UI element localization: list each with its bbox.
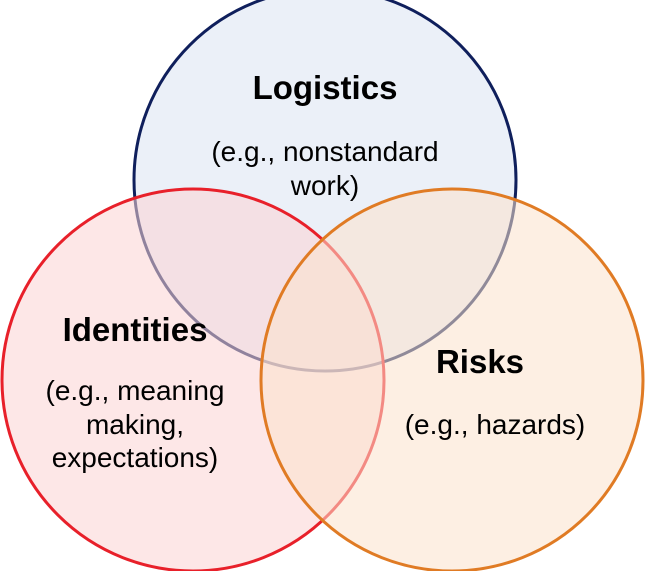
- identities-description-line: expectations): [51, 442, 219, 474]
- identities-description: (e.g., meaning making, expectations): [20, 374, 250, 475]
- identities-title: Identities: [62, 311, 208, 348]
- identities-description-line: making,: [85, 408, 185, 440]
- circle-risks: [259, 187, 645, 571]
- identities-description-line: (e.g., meaning: [45, 375, 225, 406]
- risks-description: (e.g., hazards): [404, 409, 586, 440]
- logistics-description-line: (e.g., nonstandard: [211, 136, 439, 167]
- logistics-description-line: work): [290, 169, 360, 201]
- logistics-description: (e.g., nonstandard work): [170, 135, 480, 202]
- logistics-title: Logistics: [252, 69, 398, 106]
- risks-title: Risks: [435, 343, 525, 380]
